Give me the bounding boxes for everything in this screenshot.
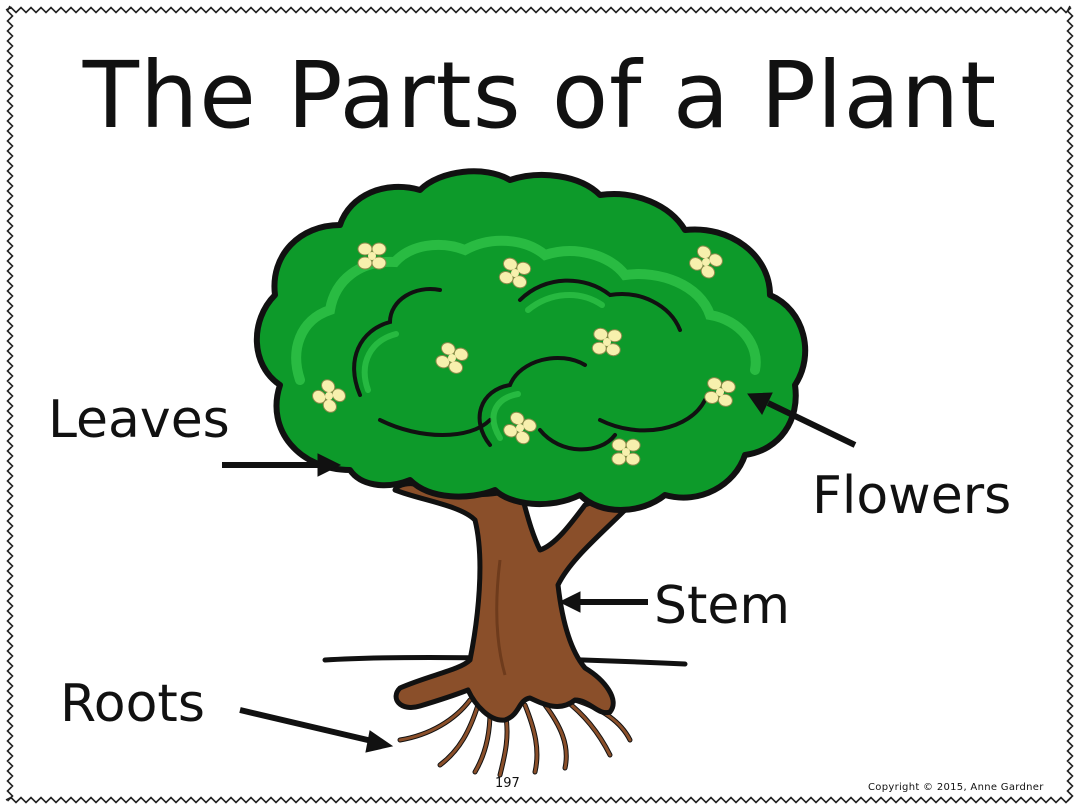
copyright-notice: Copyright © 2015, Anne Gardner <box>868 782 1044 793</box>
flower-icon <box>435 342 469 374</box>
border-zigzag-line <box>5 6 1072 14</box>
roots-arrow <box>239 707 373 744</box>
flower-icon <box>704 377 736 407</box>
border-zigzag-line <box>5 796 1072 804</box>
border-zigzag-line <box>6 5 14 802</box>
border-zigzag-line <box>1066 5 1074 802</box>
flowers-arrow <box>766 400 857 448</box>
arrow-icon <box>222 392 857 753</box>
flower-icon <box>503 411 537 445</box>
flower-icon <box>312 379 346 413</box>
page-number: 197 <box>495 776 520 791</box>
label-flowers: Flowers <box>812 466 1012 526</box>
page-title: The Parts of a Plant <box>82 42 998 149</box>
flower-icon <box>498 257 532 289</box>
flower-icon <box>591 327 623 357</box>
label-stem: Stem <box>654 576 791 636</box>
tree-trunk <box>392 481 628 723</box>
flower-icon <box>611 438 641 466</box>
tree-canopy <box>253 168 809 513</box>
canopy-detail-lines <box>352 278 707 452</box>
flower-icon <box>357 242 387 270</box>
label-leaves: Leaves <box>48 390 230 450</box>
flowers-group <box>312 242 736 466</box>
flower-icon <box>689 245 723 279</box>
label-roots: Roots <box>60 674 205 734</box>
